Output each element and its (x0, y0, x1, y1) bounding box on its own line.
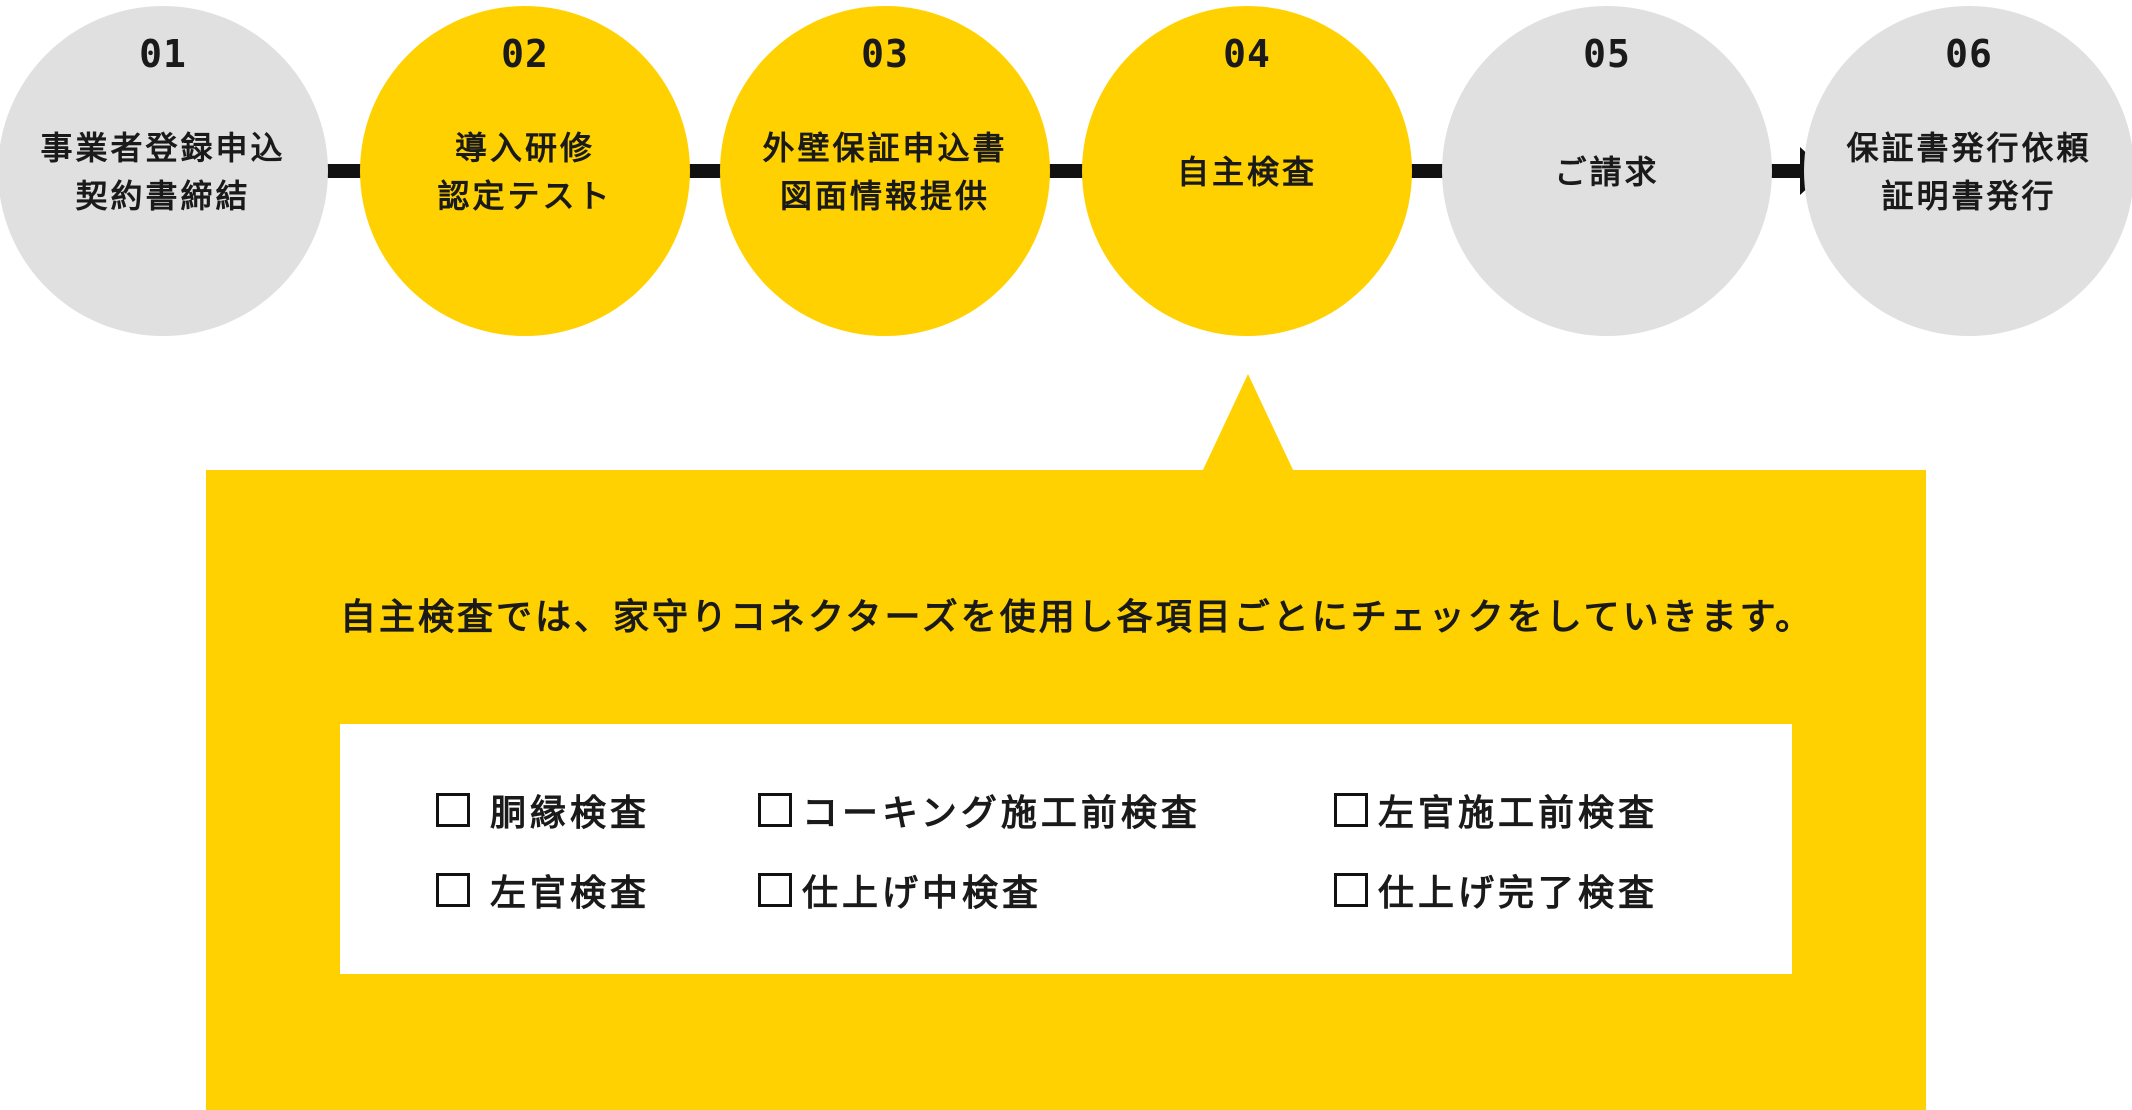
step-label-line: 外壁保証申込書 (762, 129, 1008, 167)
callout-pointer (1202, 374, 1294, 472)
checklist-item-label: 左官施工前検査 (1378, 793, 1659, 834)
checklist-item-label: 仕上げ完了検査 (1378, 873, 1659, 914)
checkbox-icon (436, 873, 470, 907)
connector-01-02 (320, 164, 370, 178)
step-number: 05 (1583, 32, 1631, 76)
step-03: 03 外壁保証申込書 図面情報提供 (720, 6, 1050, 336)
step-label-line: 証明書発行 (1881, 177, 2057, 215)
checklist-item-label: 仕上げ中検査 (802, 873, 1043, 914)
process-flow: 01 事業者登録申込 契約書締結 02 導入研修 認定テスト 03 外壁保証申込… (0, 0, 2132, 336)
checkbox-icon (1334, 793, 1368, 827)
step-02: 02 導入研修 認定テスト (360, 6, 690, 336)
step-label-line: 契約書締結 (75, 177, 251, 215)
step-label-line: ご請求 (1554, 153, 1660, 191)
connector-05-06 (1770, 164, 1800, 178)
step-label-line: 認定テスト (437, 177, 613, 215)
step-label-line: 導入研修 (454, 129, 595, 167)
checklist-item: 左官施工前検査 (1334, 780, 1658, 840)
step-label: 保証書発行依頼 証明書発行 (1814, 124, 2124, 220)
step-number: 03 (861, 32, 909, 76)
step-number: 04 (1223, 32, 1271, 76)
step-number: 06 (1945, 32, 1993, 76)
checkbox-icon (436, 793, 470, 827)
step-label: 自主検査 (1092, 148, 1402, 196)
checklist-item: 仕上げ完了検査 (1334, 860, 1658, 920)
step-label: 外壁保証申込書 図面情報提供 (730, 124, 1040, 220)
checklist-item-label: 胴縁検査 (490, 793, 651, 834)
checklist-item: 胴縁検査 (436, 780, 650, 840)
checklist-box: 胴縁検査 コーキング施工前検査 左官施工前検査 左官検査 仕上げ中検査 仕上げ完… (340, 724, 1792, 974)
step-number: 01 (139, 32, 187, 76)
step-01: 01 事業者登録申込 契約書締結 (0, 6, 328, 336)
connector-04-05 (1400, 164, 1450, 178)
callout-panel: 自主検査では、家守りコネクターズを使用し各項目ごとにチェックをしていきます。 胴… (206, 470, 1926, 1110)
step-06: 06 保証書発行依頼 証明書発行 (1804, 6, 2132, 336)
step-label-line: 保証書発行依頼 (1846, 129, 2092, 167)
callout-message: 自主検査では、家守りコネクターズを使用し各項目ごとにチェックをしていきます。 (340, 597, 1815, 638)
step-label: ご請求 (1452, 148, 1762, 196)
step-05: 05 ご請求 (1442, 6, 1772, 336)
step-label: 導入研修 認定テスト (370, 124, 680, 220)
checklist-item: 左官検査 (436, 860, 650, 920)
checkbox-icon (758, 793, 792, 827)
checklist-item: 仕上げ中検査 (758, 860, 1042, 920)
step-label-line: 事業者登録申込 (40, 129, 286, 167)
step-label: 事業者登録申込 契約書締結 (8, 124, 318, 220)
step-label-line: 自主検査 (1176, 153, 1317, 191)
checklist-item: コーキング施工前検査 (758, 780, 1201, 840)
checklist-item-label: 左官検査 (490, 873, 651, 914)
step-label-line: 図面情報提供 (779, 177, 990, 215)
connector-03-04 (1040, 164, 1090, 178)
step-04: 04 自主検査 (1082, 6, 1412, 336)
step-number: 02 (501, 32, 549, 76)
checkbox-icon (758, 873, 792, 907)
checkbox-icon (1334, 873, 1368, 907)
connector-02-03 (680, 164, 730, 178)
checklist-item-label: コーキング施工前検査 (802, 793, 1201, 834)
